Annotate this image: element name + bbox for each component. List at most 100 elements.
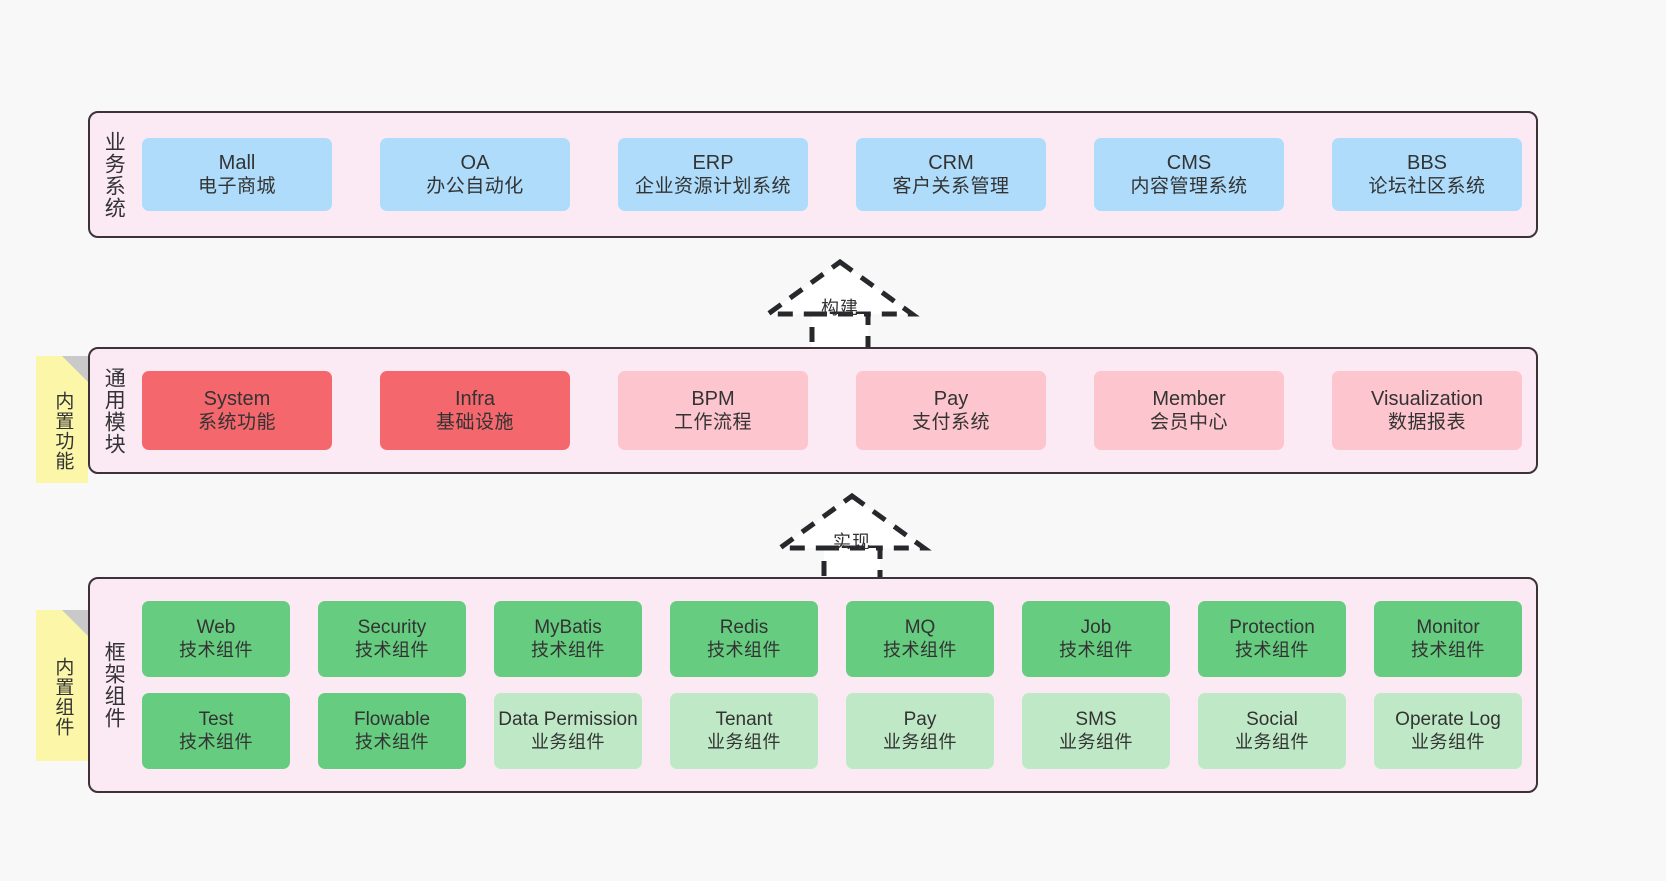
node-title: Redis: [719, 617, 769, 639]
node-system[interactable]: System 系统功能: [142, 371, 332, 450]
node-title: CRM: [928, 151, 974, 174]
node-subtitle: 论坛社区系统: [1368, 176, 1486, 198]
node-title: Security: [357, 617, 427, 639]
node-subtitle: 企业资源计划系统: [634, 176, 791, 198]
node-erp[interactable]: ERP 企业资源计划系统: [618, 138, 808, 211]
node-title: Pay: [903, 709, 937, 731]
node-subtitle: 业务组件: [883, 731, 957, 752]
layer-body-business: Mall 电子商城 OA 办公自动化 ERP 企业资源计划系统 CRM 客户关系…: [136, 113, 1536, 236]
node-subtitle: 客户关系管理: [892, 176, 1010, 198]
node-title: Operate Log: [1395, 709, 1501, 731]
node-web[interactable]: Web 技术组件: [142, 601, 290, 677]
node-title: MQ: [904, 617, 936, 639]
node-subtitle: 技术组件: [531, 639, 605, 660]
node-monitor[interactable]: Monitor 技术组件: [1374, 601, 1522, 677]
node-subtitle: 业务组件: [707, 731, 781, 752]
node-subtitle: 数据报表: [1387, 412, 1466, 434]
connector-build: 构建: [760, 258, 920, 350]
layer-body-modules: System 系统功能 Infra 基础设施 BPM 工作流程 Pay 支付系统…: [136, 349, 1536, 472]
node-job[interactable]: Job 技术组件: [1022, 601, 1170, 677]
node-row: Mall 电子商城 OA 办公自动化 ERP 企业资源计划系统 CRM 客户关系…: [142, 138, 1522, 211]
node-tenant[interactable]: Tenant 业务组件: [670, 693, 818, 769]
node-subtitle: 业务组件: [1411, 731, 1485, 752]
node-title: Tenant: [715, 709, 773, 731]
node-title: ERP: [692, 151, 734, 174]
node-subtitle: 会员中心: [1149, 412, 1228, 434]
note-builtin-features: 内置功能: [36, 356, 88, 483]
node-data-permission[interactable]: Data Permission 业务组件: [494, 693, 642, 769]
connector-implement-label: 实现: [833, 532, 871, 552]
node-sms[interactable]: SMS 业务组件: [1022, 693, 1170, 769]
note-builtin-components: 内置组件: [36, 610, 88, 761]
node-subtitle: 业务组件: [1059, 731, 1133, 752]
node-visualization[interactable]: Visualization 数据报表: [1332, 371, 1522, 450]
node-title: Mall: [218, 151, 256, 174]
node-subtitle: 技术组件: [1235, 639, 1309, 660]
node-flowable[interactable]: Flowable 技术组件: [318, 693, 466, 769]
node-subtitle: 基础设施: [435, 412, 514, 434]
node-mq[interactable]: MQ 技术组件: [846, 601, 994, 677]
node-subtitle: 工作流程: [673, 412, 752, 434]
node-member[interactable]: Member 会员中心: [1094, 371, 1284, 450]
node-title: Web: [196, 617, 236, 639]
node-title: Test: [198, 709, 234, 731]
node-mybatis[interactable]: MyBatis 技术组件: [494, 601, 642, 677]
node-title: Pay: [933, 387, 969, 410]
node-crm[interactable]: CRM 客户关系管理: [856, 138, 1046, 211]
node-bbs[interactable]: BBS 论坛社区系统: [1332, 138, 1522, 211]
node-title: Member: [1152, 387, 1226, 410]
node-social[interactable]: Social 业务组件: [1198, 693, 1346, 769]
node-redis[interactable]: Redis 技术组件: [670, 601, 818, 677]
node-oa[interactable]: OA 办公自动化: [380, 138, 570, 211]
node-subtitle: 技术组件: [355, 731, 429, 752]
node-title: BPM: [691, 387, 735, 410]
node-title: Flowable: [353, 709, 431, 731]
node-title: Infra: [454, 387, 496, 410]
layer-framework-components: 框架组件 Web 技术组件 Security 技术组件 MyBatis 技术组件…: [88, 577, 1538, 793]
node-title: MyBatis: [534, 617, 602, 639]
node-pay-component[interactable]: Pay 业务组件: [846, 693, 994, 769]
node-protection[interactable]: Protection 技术组件: [1198, 601, 1346, 677]
node-infra[interactable]: Infra 基础设施: [380, 371, 570, 450]
node-title: CMS: [1166, 151, 1212, 174]
node-row: Web 技术组件 Security 技术组件 MyBatis 技术组件 Redi…: [142, 601, 1522, 677]
note-label: 内置组件: [52, 656, 74, 737]
node-title: BBS: [1406, 151, 1448, 174]
node-title: Protection: [1229, 617, 1315, 639]
node-security[interactable]: Security 技术组件: [318, 601, 466, 677]
node-title: SMS: [1075, 709, 1117, 731]
layer-title-business: 业务系统: [102, 130, 126, 219]
layer-body-framework: Web 技术组件 Security 技术组件 MyBatis 技术组件 Redi…: [136, 579, 1536, 791]
node-subtitle: 技术组件: [355, 639, 429, 660]
node-subtitle: 技术组件: [1059, 639, 1133, 660]
node-subtitle: 办公自动化: [426, 176, 524, 198]
node-row: Test 技术组件 Flowable 技术组件 Data Permission …: [142, 693, 1522, 769]
node-subtitle: 技术组件: [179, 639, 253, 660]
node-title: OA: [460, 151, 490, 174]
node-subtitle: 技术组件: [179, 731, 253, 752]
layer-title-framework: 框架组件: [102, 641, 126, 729]
node-subtitle: 技术组件: [1411, 639, 1485, 660]
node-title: Monitor: [1416, 617, 1480, 639]
layer-title-modules: 通用模块: [102, 366, 126, 455]
node-title: System: [203, 387, 271, 410]
node-subtitle: 支付系统: [911, 412, 990, 434]
node-title: Data Permission: [498, 709, 638, 731]
node-subtitle: 系统功能: [197, 412, 276, 434]
node-pay-module[interactable]: Pay 支付系统: [856, 371, 1046, 450]
node-bpm[interactable]: BPM 工作流程: [618, 371, 808, 450]
node-subtitle: 业务组件: [531, 731, 605, 752]
note-label: 内置功能: [52, 390, 74, 471]
node-subtitle: 电子商城: [197, 176, 276, 198]
node-title: Job: [1080, 617, 1112, 639]
node-cms[interactable]: CMS 内容管理系统: [1094, 138, 1284, 211]
layer-common-modules: 通用模块 System 系统功能 Infra 基础设施 BPM 工作流程 Pay…: [88, 347, 1538, 474]
connector-build-label: 构建: [821, 298, 859, 318]
node-test[interactable]: Test 技术组件: [142, 693, 290, 769]
node-mall[interactable]: Mall 电子商城: [142, 138, 332, 211]
node-row: System 系统功能 Infra 基础设施 BPM 工作流程 Pay 支付系统…: [142, 371, 1522, 450]
node-subtitle: 技术组件: [883, 639, 957, 660]
node-subtitle: 技术组件: [707, 639, 781, 660]
node-operate-log[interactable]: Operate Log 业务组件: [1374, 693, 1522, 769]
